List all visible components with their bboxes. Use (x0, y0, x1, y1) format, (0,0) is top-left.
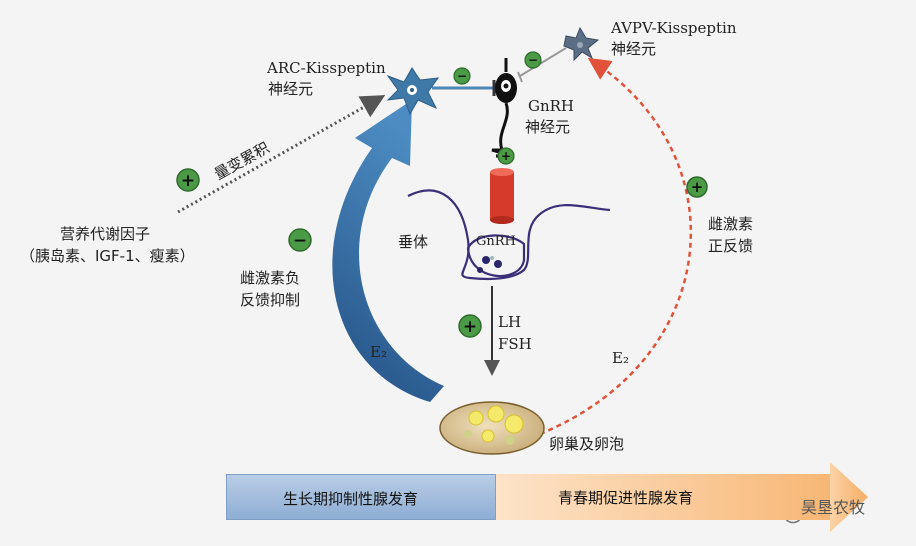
positive-feedback-label-2: 正反馈 (708, 237, 754, 255)
positive-feedback-label-1: 雌激素 (708, 215, 754, 233)
negative-feedback-label-2: 反馈抑制 (240, 291, 301, 309)
nutrition-label: 营养代谢因子 (60, 225, 151, 243)
ovary (439, 401, 545, 455)
arc-neuron-label: 神经元 (268, 80, 314, 98)
sign-plus: + (691, 178, 704, 196)
sign-plus: + (463, 317, 477, 337)
fsh-label: FSH (498, 335, 532, 353)
growth-phase-bar: 生长期抑制性腺发育 (226, 474, 496, 520)
growth-phase-label: 生长期抑制性腺发育 (283, 490, 419, 508)
plus-badge-nutrition (176, 168, 200, 192)
plus-badge-lh-fsh (458, 314, 482, 338)
nutrition-detail-label: （胰岛素、IGF-1、瘦素） (20, 247, 195, 265)
sign-plus: + (501, 149, 511, 163)
puberty-phase-label: 青春期促进性腺发育 (558, 489, 694, 507)
gnrh-cylinder (490, 168, 514, 224)
gnrh-label: GnRH (528, 97, 575, 115)
minus-badge-avpv (524, 51, 542, 69)
bottom-arrow-head (830, 462, 868, 532)
e2-right-label: E₂ (612, 349, 629, 367)
negative-feedback-label-1: 雌激素负 (240, 269, 301, 287)
pituitary-outline (407, 189, 611, 281)
negative-feedback-arrow (332, 100, 444, 402)
sign-plus: + (181, 171, 195, 191)
watermark-text: 昊垦农牧 (801, 498, 866, 517)
plus-badge-gnrh (497, 147, 515, 165)
lh-label: LH (498, 313, 522, 331)
pituitary-label: 垂体 (398, 233, 429, 251)
gnrh-neuron (491, 58, 517, 158)
sign-minus: − (528, 53, 538, 67)
e2-left-label: E₂ (370, 343, 387, 361)
gnrh-neuron-label: 神经元 (525, 118, 571, 136)
ovary-label: 卵巢及卵泡 (549, 435, 625, 453)
arc-kisspeptin-label: ARC-Kisspeptin (267, 59, 386, 77)
arc-kisspeptin-neuron (386, 67, 440, 116)
sign-minus: − (293, 231, 307, 251)
pituitary-gnrh-label: GnRH (476, 234, 516, 249)
nutrition-arrow (177, 95, 386, 214)
avpv-kisspeptin-label: AVPV-Kisspeptin (611, 19, 737, 37)
minus-badge-arc (453, 67, 471, 85)
sign-minus: − (457, 69, 467, 83)
plus-badge-positive-feedback (686, 176, 708, 198)
avpv-kisspeptin-neuron (563, 26, 600, 62)
quantitative-label: 量变累积 (211, 139, 272, 184)
avpv-neuron-label: 神经元 (611, 40, 657, 58)
puberty-phase-bar: 青春期促进性腺发育 (496, 474, 830, 520)
avpv-to-gnrh-line (519, 47, 567, 77)
positive-feedback-arrow (539, 57, 692, 436)
minus-badge-negative-feedback (288, 228, 312, 252)
